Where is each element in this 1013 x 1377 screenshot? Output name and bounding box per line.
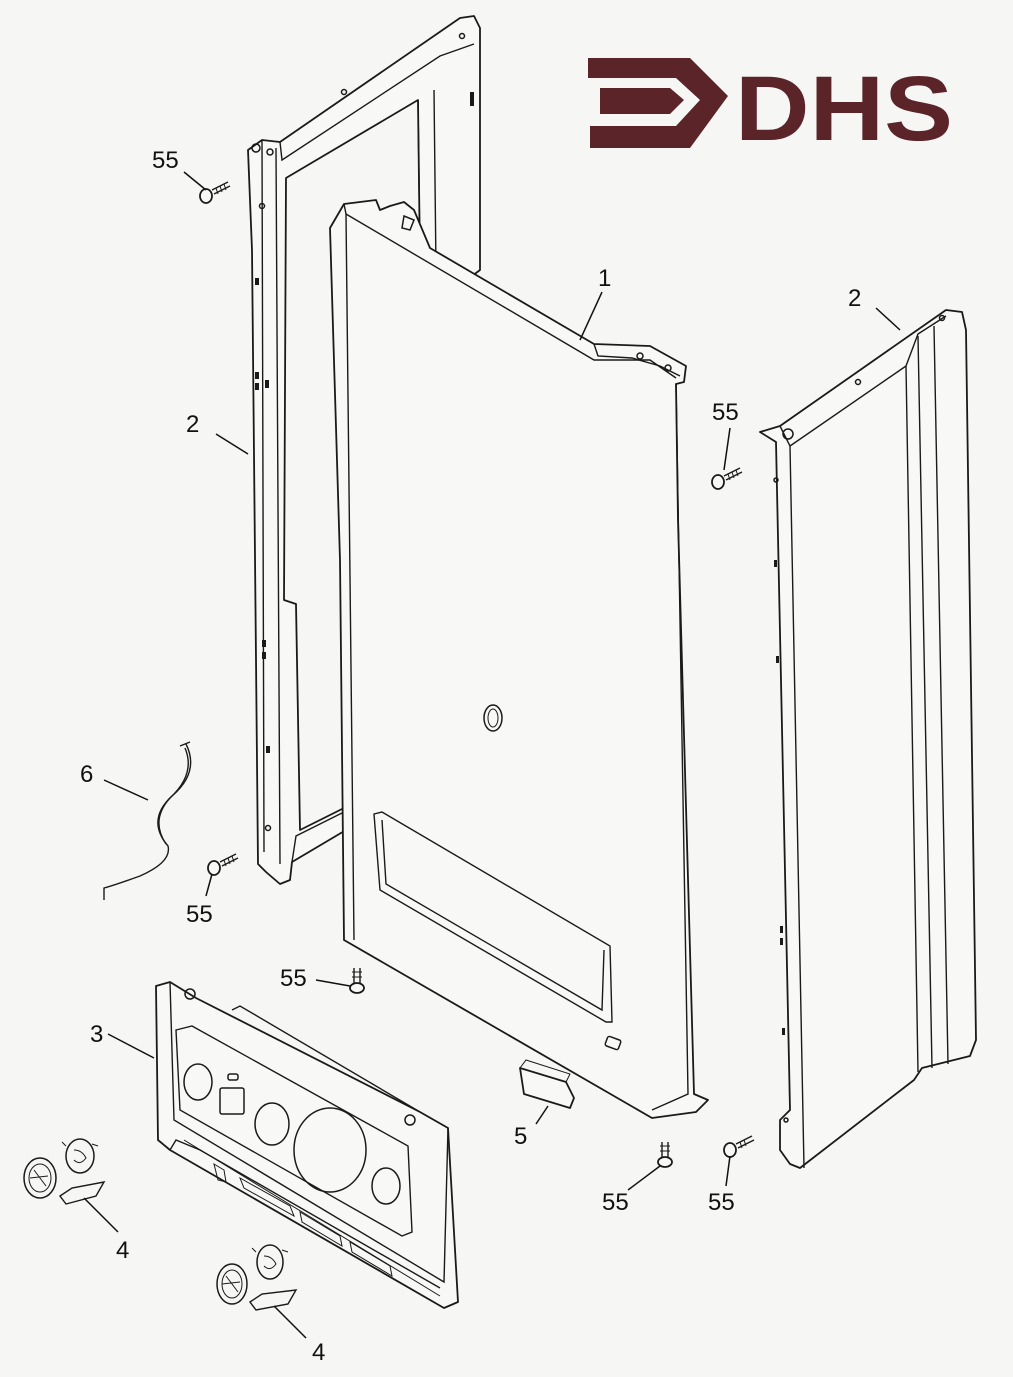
screw-bottom-right (723, 1135, 755, 1158)
front-casing-panel (329, 199, 709, 1119)
earth-wire-lead (103, 741, 192, 900)
callout-55-bottom-mid: 55 (602, 1189, 629, 1216)
callout-55-mid-left: 55 (186, 901, 213, 928)
callout-4-lower: 4 (312, 1339, 325, 1366)
control-knob-upper-pair (23, 1138, 106, 1205)
right-side-panel (759, 309, 977, 1169)
callout-2-right: 2 (848, 285, 861, 312)
callout-55-top-left: 55 (152, 147, 179, 174)
screw-center (349, 968, 365, 994)
control-knob-lower-pair (216, 1244, 298, 1311)
callout-1: 1 (598, 265, 611, 292)
callout-5: 5 (514, 1123, 527, 1150)
screw-top-left (199, 181, 231, 204)
leader-lines (83, 171, 901, 1339)
callout-2-left: 2 (186, 411, 199, 438)
screw-mid-left (207, 853, 239, 876)
screw-bottom-mid (657, 1142, 673, 1168)
screw-right (711, 467, 743, 490)
callout-55-center: 55 (280, 965, 307, 992)
logo-text: DHS (735, 58, 953, 160)
control-fascia-panel (155, 981, 459, 1309)
callout-6: 6 (80, 761, 93, 788)
grommet-plug (519, 1059, 575, 1109)
logo-arrow-mark (588, 58, 728, 148)
callout-3: 3 (90, 1021, 103, 1048)
callout-55-right: 55 (712, 399, 739, 426)
callout-4-upper: 4 (116, 1237, 129, 1264)
callout-55-bottom-right: 55 (708, 1189, 735, 1216)
dhs-logo: DHS (588, 58, 953, 160)
